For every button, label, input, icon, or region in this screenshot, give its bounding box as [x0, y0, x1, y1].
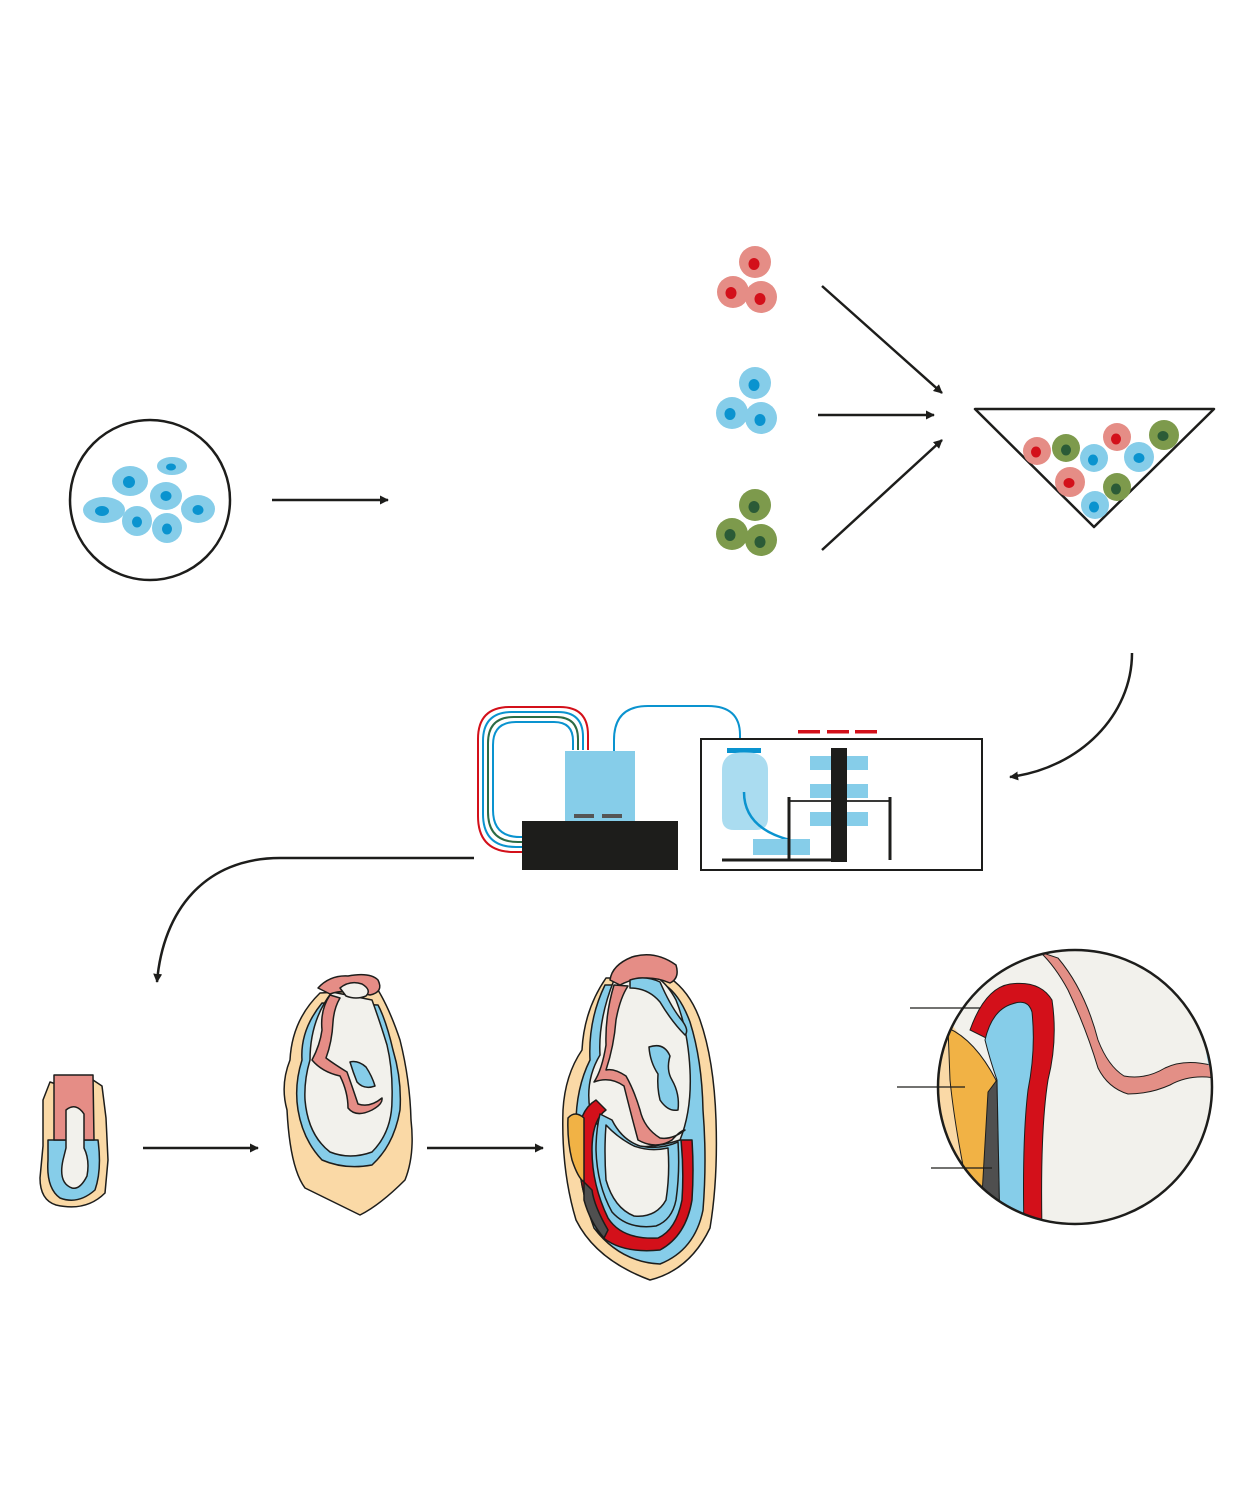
bioreactor-icon: [700, 730, 983, 871]
arrow-printer-to-organoids: [153, 856, 474, 983]
mixed-cell-well-icon: [973, 407, 1216, 529]
arrow-red-to-well: [821, 285, 943, 394]
magnified-section-icon: [897, 948, 1214, 1226]
organoid-stage-3-icon: [562, 954, 718, 1281]
arrow-green-to-well: [821, 439, 943, 551]
organoid-stage-2-icon: [283, 973, 413, 1216]
arrow-well-to-bioreactor: [1009, 652, 1134, 781]
bioprinter-icon: [477, 705, 741, 870]
green-cell-cluster-icon: [716, 489, 777, 556]
red-cell-cluster-icon: [717, 246, 777, 313]
organoid-stage-1-icon: [39, 1074, 109, 1208]
blue-cell-cluster-icon: [716, 367, 777, 434]
stem-cell-dish-icon: [68, 418, 232, 582]
